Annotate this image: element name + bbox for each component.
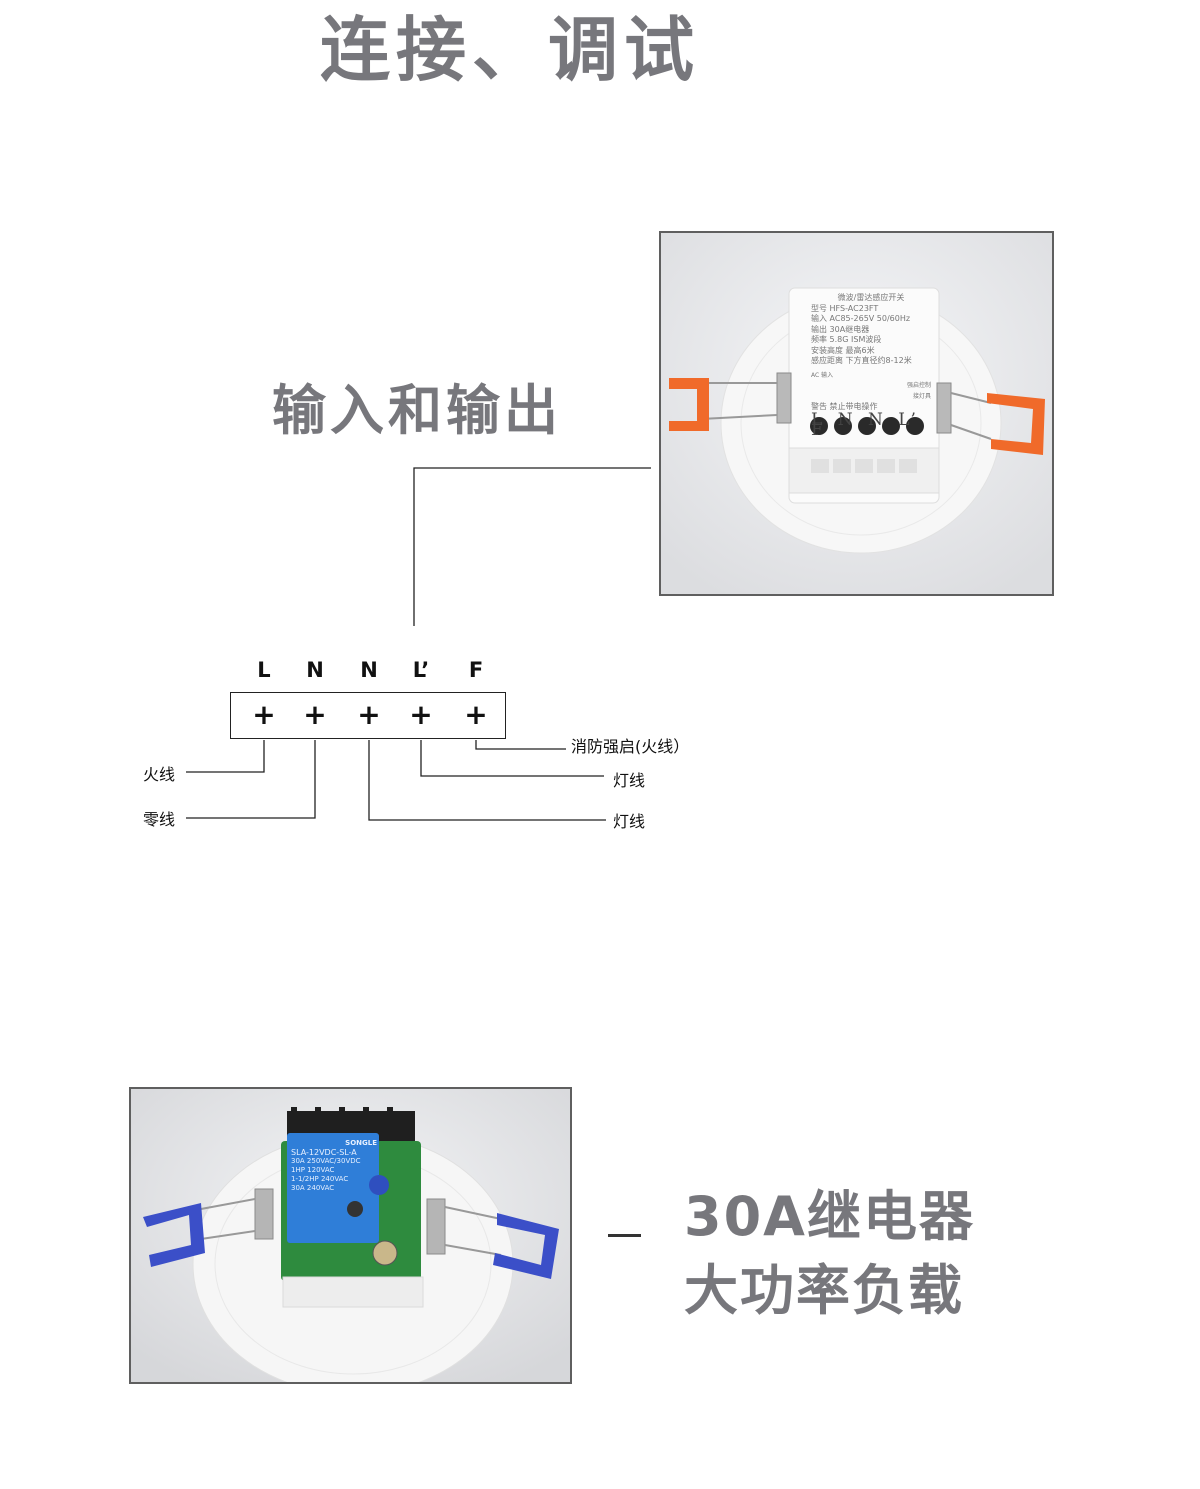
relay-title-dash	[608, 1234, 641, 1237]
sensor-module-photo: 微波/雷达感应开关 型号 HFS-AC23FT 输入 AC85-265V 50/…	[659, 231, 1054, 596]
sensor-label-input: 输入 AC85-265V 50/60Hz	[811, 314, 911, 323]
relay-label-brand: SONGLE	[345, 1139, 377, 1147]
relay-board-illustration	[131, 1089, 570, 1382]
terminal-plus-l-prime: +	[409, 698, 433, 731]
terminal-label-f: F	[468, 658, 484, 682]
wire-lamp1-line	[420, 740, 604, 777]
sensor-label-lamp-out: 接灯具	[912, 392, 931, 400]
sensor-label-warning: 警告 禁止带电操作	[811, 402, 878, 411]
terminal-plus-f: +	[464, 698, 488, 731]
sensor-label-ctrl: 强启控制	[906, 382, 931, 389]
relay-label-rating2: 1HP 120VAC	[291, 1166, 335, 1174]
wire-fire-line	[475, 740, 566, 750]
sensor-label-text: 微波/雷达感应开关 型号 HFS-AC23FT 输入 AC85-265V 50/…	[811, 293, 931, 440]
sensor-label-name: 微波/雷达感应开关	[837, 293, 905, 302]
relay-label-text: SONGLE SLA-12VDC-SL-A 30A 250VAC/30VDC 1…	[291, 1139, 377, 1193]
sensor-module-illustration	[661, 233, 1052, 594]
relay-label-rating4: 30A 240VAC	[291, 1184, 335, 1192]
sensor-label-height: 安装高度 最高6米	[811, 345, 875, 355]
wire-live-line	[186, 740, 265, 773]
wire-label-fire-start: 消防强启(火线）	[571, 737, 690, 756]
terminal-label-n2: N	[360, 658, 378, 682]
wire-neutral-line	[186, 740, 316, 819]
relay-title-line2: 大功率负载	[684, 1259, 964, 1322]
terminal-block	[230, 692, 506, 739]
terminal-label-l-prime: L’	[412, 658, 430, 682]
relay-board-photo: SONGLE SLA-12VDC-SL-A 30A 250VAC/30VDC 1…	[129, 1087, 572, 1384]
wire-label-neutral: 零线	[143, 810, 176, 829]
terminal-label-l: L	[257, 658, 271, 682]
wire-label-lamp2: 灯线	[613, 812, 646, 831]
wiring-lines	[186, 467, 651, 821]
relay-title-line1: 30A继电器	[684, 1185, 975, 1248]
photo-connector-line	[413, 467, 651, 626]
wire-label-live: 火线	[143, 765, 176, 784]
sensor-label-distance: 感应距离 下方直径约8-12米	[811, 356, 912, 365]
terminal-plus-l: +	[252, 698, 276, 731]
io-section-title: 输入和输出	[272, 379, 562, 442]
wire-lamp2-line	[368, 740, 606, 821]
relay-label-rating1: 30A 250VAC/30VDC	[291, 1157, 361, 1165]
page-title: 连接、调试	[320, 9, 700, 91]
wire-label-lamp1: 灯线	[613, 771, 646, 790]
terminal-plus-n2: +	[357, 698, 381, 731]
terminal-label-n1: N	[306, 658, 324, 682]
sensor-label-freq: 频率 5.8G ISM波段	[811, 335, 882, 344]
sensor-label-terminals: L N N L’ F	[811, 409, 921, 440]
sensor-label-ac-in: AC 输入	[811, 371, 834, 379]
sensor-label-output: 输出 30A继电器	[811, 324, 870, 334]
relay-label-model: SLA-12VDC-SL-A	[291, 1148, 357, 1157]
sensor-label-model: 型号 HFS-AC23FT	[811, 303, 879, 313]
relay-section-title: 30A继电器 大功率负载	[684, 1180, 975, 1328]
relay-label-rating3: 1-1/2HP 240VAC	[291, 1175, 349, 1183]
terminal-plus-n1: +	[303, 698, 327, 731]
